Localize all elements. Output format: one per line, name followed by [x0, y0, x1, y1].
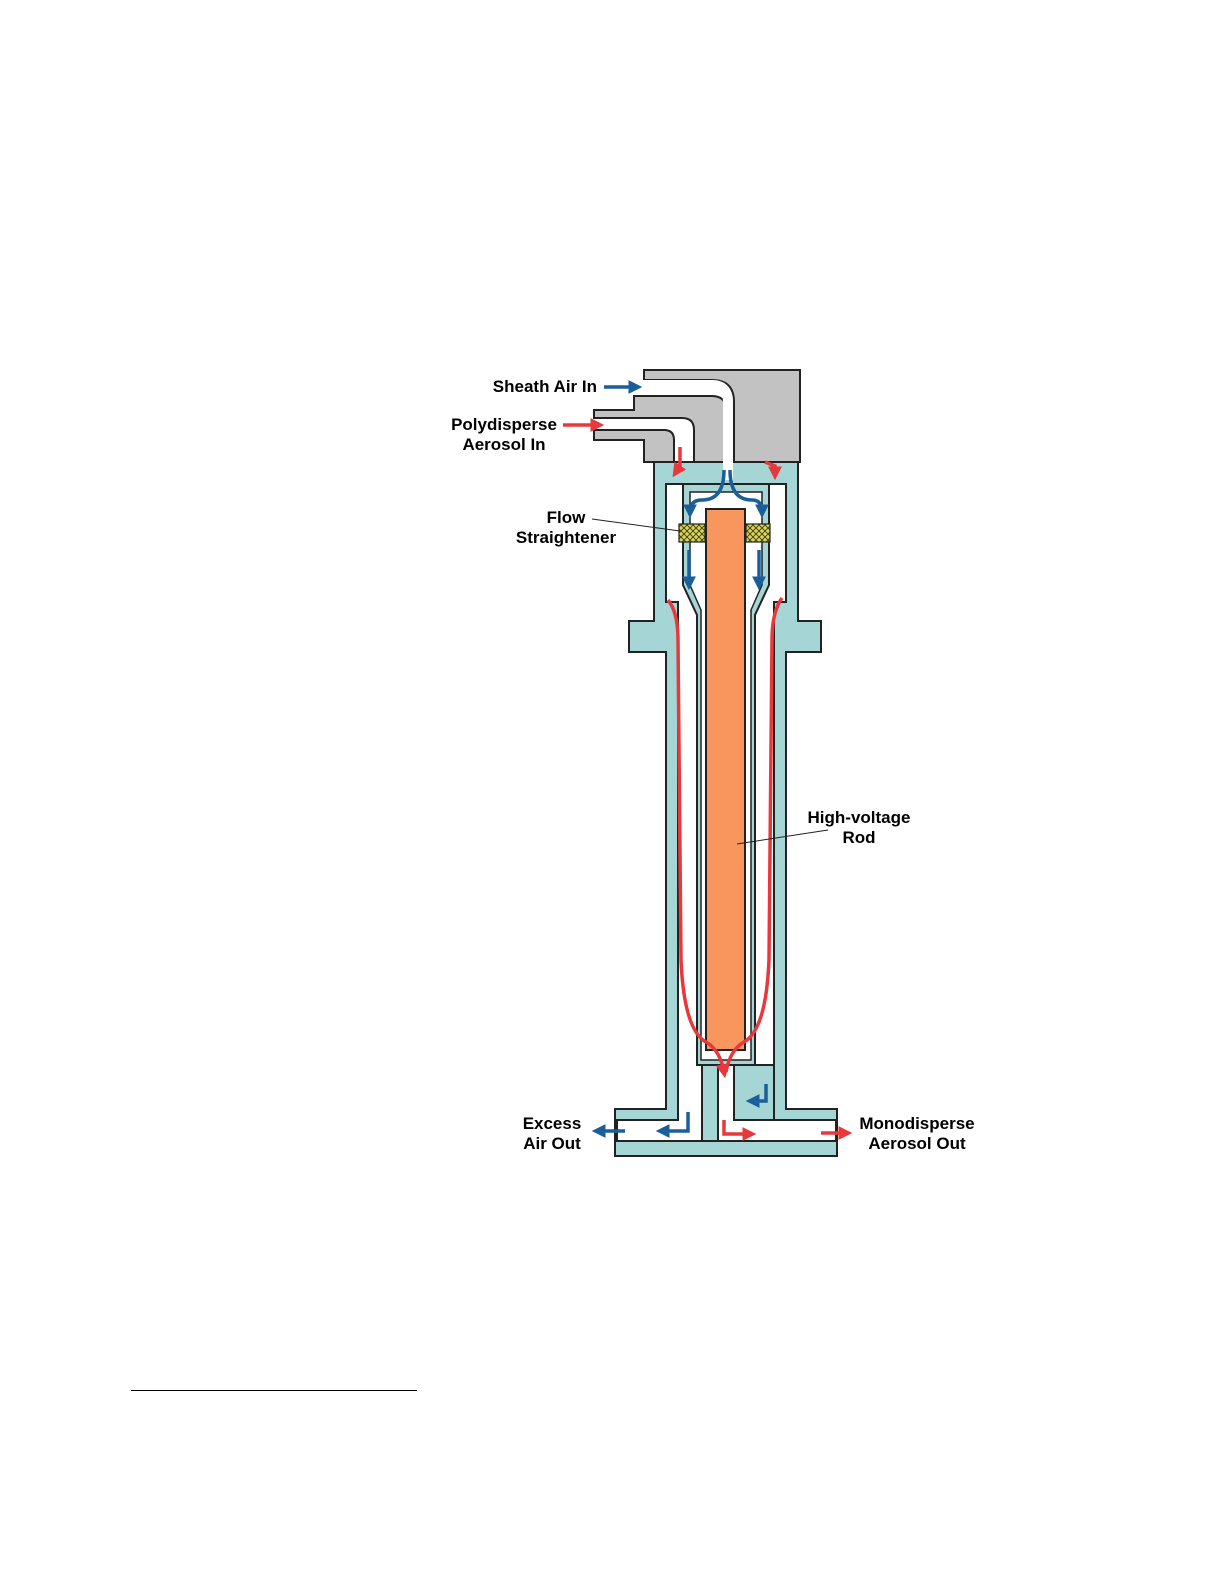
- monodisperse-label-line2: Aerosol Out: [868, 1134, 966, 1153]
- inlet-block-tip: [594, 430, 674, 462]
- high-voltage-rod: [706, 509, 745, 1050]
- excess-air-label-line2: Air Out: [523, 1134, 581, 1153]
- flow-straightener-left: [679, 524, 705, 542]
- rod-label-line2: Rod: [842, 828, 875, 847]
- flow-straightener-label-line1: Flow: [547, 508, 586, 527]
- sheath-air-in-label: Sheath Air In: [493, 377, 597, 396]
- outlet-divider-left: [702, 1065, 718, 1141]
- aerosol-down-left: [676, 447, 680, 472]
- flow-straightener-label-line2: Straightener: [516, 528, 617, 547]
- polydisperse-label-line2: Aerosol In: [462, 435, 545, 454]
- polydisperse-label-line1: Polydisperse: [451, 415, 557, 434]
- footnote-rule: [131, 1390, 417, 1391]
- monodisperse-label-line1: Monodisperse: [859, 1114, 974, 1133]
- flow-straightener-right: [746, 524, 770, 542]
- outlet-divider-right: [734, 1065, 774, 1120]
- excess-air-label-line1: Excess: [523, 1114, 582, 1133]
- rod-label-line1: High-voltage: [808, 808, 911, 827]
